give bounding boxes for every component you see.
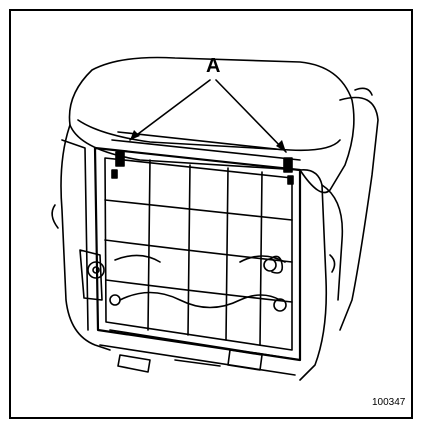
adjustment-mechanism-right [263, 255, 287, 312]
right-side-padding [299, 168, 344, 381]
callout-arrowheads [130, 130, 286, 152]
callout-leader-lines [129, 79, 287, 153]
seat-rails [99, 329, 301, 376]
frame-horizontal-bars [104, 199, 293, 309]
seat-frame [93, 131, 302, 362]
figure-frame [9, 9, 413, 419]
left-side-padding [51, 124, 111, 351]
figure-reference-number: 100347 [372, 397, 406, 408]
callout-label-a: A [206, 55, 221, 77]
adjustment-mechanism-left [79, 249, 121, 306]
seat-cushion-outline [68, 56, 379, 331]
fastener-clips [111, 151, 294, 185]
